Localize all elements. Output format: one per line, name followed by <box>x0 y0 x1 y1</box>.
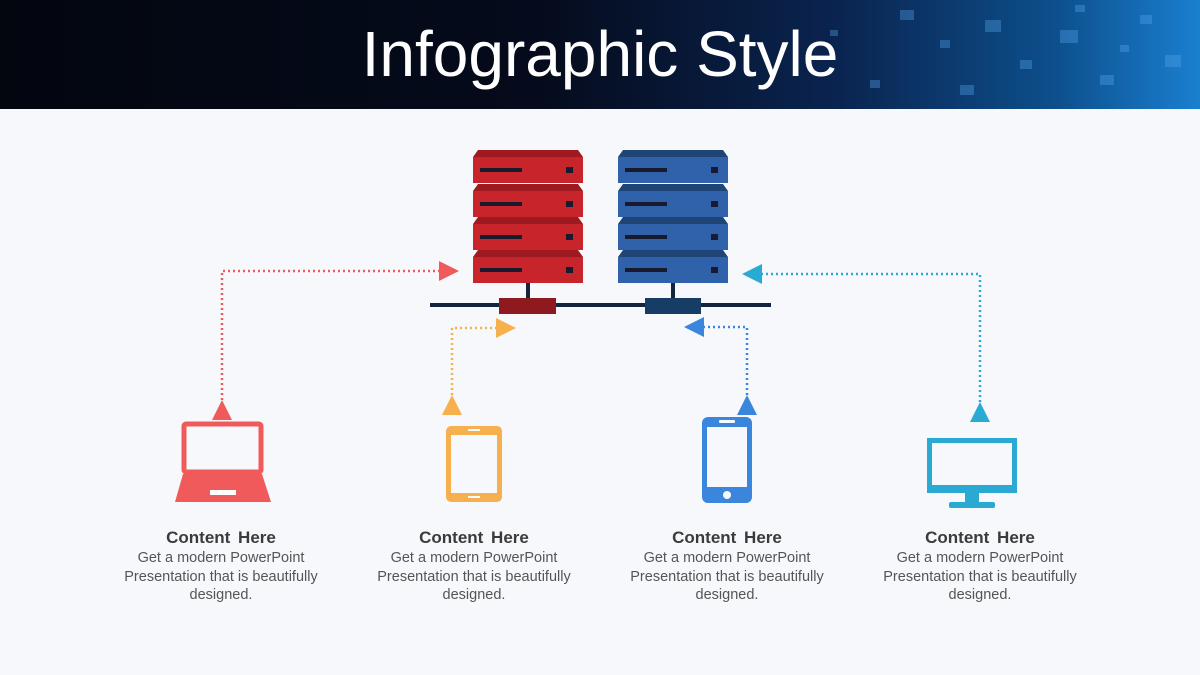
red-switch <box>499 298 556 314</box>
network-diagram <box>175 150 1017 508</box>
server-unit <box>473 250 583 283</box>
card-description: Get a modern PowerPoint Presentation tha… <box>883 550 1077 603</box>
slide-title: Infographic Style <box>361 18 839 90</box>
server-unit <box>618 217 728 250</box>
card-description: Get a modern PowerPoint Presentation tha… <box>124 550 318 603</box>
device-card-tablet: Content Here Get a modern PowerPoint Pre… <box>354 528 594 605</box>
blue-server-stack-icon <box>618 150 728 283</box>
blue-switch <box>645 298 701 314</box>
header-banner: Infographic Style <box>0 0 1200 109</box>
monitor-icon <box>927 438 1017 508</box>
device-card-phone: Content Here Get a modern PowerPoint Pre… <box>607 528 847 605</box>
connector-tablet <box>442 318 516 415</box>
red-server-stack-icon <box>473 150 583 283</box>
card-title: Content Here <box>672 528 782 547</box>
card-description: Get a modern PowerPoint Presentation tha… <box>377 550 571 603</box>
card-title: Content Here <box>419 528 529 547</box>
connector-monitor <box>742 264 990 422</box>
server-unit <box>618 150 728 183</box>
tablet-icon <box>446 426 502 502</box>
server-unit <box>473 184 583 217</box>
connector-laptop <box>212 261 459 420</box>
device-card-monitor: Content Here Get a modern PowerPoint Pre… <box>860 528 1100 605</box>
server-unit <box>618 250 728 283</box>
network-bus <box>430 283 771 314</box>
server-unit <box>473 150 583 183</box>
card-title: Content Here <box>925 528 1035 547</box>
server-unit <box>618 184 728 217</box>
card-description: Get a modern PowerPoint Presentation tha… <box>630 550 824 603</box>
smartphone-icon <box>702 417 752 503</box>
card-title: Content Here <box>166 528 276 547</box>
device-card-laptop: Content Here Get a modern PowerPoint Pre… <box>101 528 341 605</box>
laptop-icon <box>175 421 271 502</box>
server-unit <box>473 217 583 250</box>
connector-phone <box>684 317 757 415</box>
